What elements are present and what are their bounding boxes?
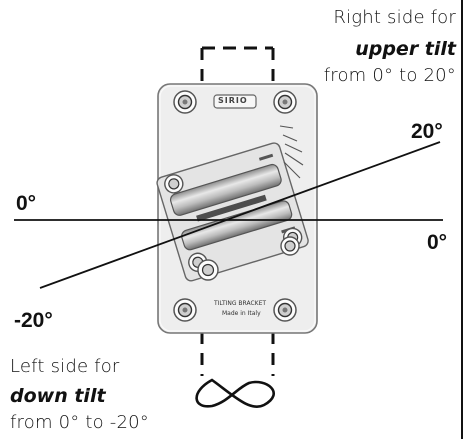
angle-upper-label: 20°: [411, 120, 443, 143]
left-note-emphasis: down tilt: [10, 385, 106, 407]
angle-horizontal-right-label: 0°: [427, 231, 448, 254]
upper-mast-dashed: [200, 46, 275, 92]
lower-mast-dashed: [200, 332, 275, 376]
bracket-title: TILTING BRACKET: [214, 300, 267, 307]
right-note-line1: Right side for: [333, 7, 456, 28]
break-symbol: [195, 378, 275, 408]
plate-bolts: [173, 90, 297, 322]
right-note-emphasis: upper tilt: [355, 38, 456, 60]
bracket-logo: SIRIO: [218, 96, 248, 105]
left-note-line1: Left side for: [10, 356, 120, 377]
right-note-range: from 0° to 20°: [323, 65, 456, 86]
tilt-scale-marks: [279, 125, 304, 179]
logo-badge: [213, 94, 257, 109]
angle-lower-label: -20°: [14, 309, 53, 332]
left-note-range: from 0° to -20°: [10, 412, 149, 433]
center-bolt: [197, 236, 300, 281]
bracket-origin: Made in Italy: [222, 310, 261, 317]
tilt-20-line: [39, 141, 441, 289]
angle-horizontal-left-label: 0°: [16, 192, 37, 215]
angle-lines: [14, 141, 443, 289]
